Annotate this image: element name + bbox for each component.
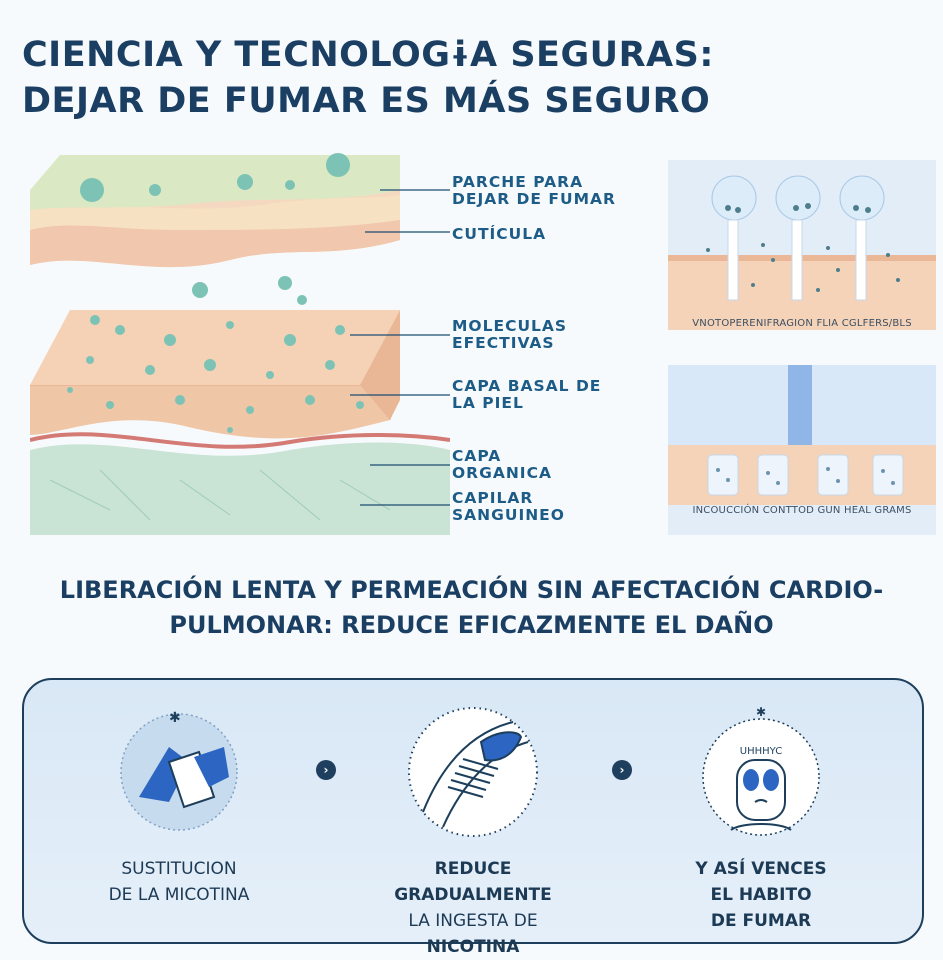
label-molecules: MOLECULAS EFECTIVAS <box>452 317 568 352</box>
arrow-icon: › <box>316 760 336 780</box>
step-substitution: ✱ SUSTITUCION DE LA MICOTINA <box>64 698 294 928</box>
label-capillary: CAPILAR SANGUINEO <box>452 489 565 524</box>
svg-text:UHHHYC: UHHHYC <box>740 746 782 757</box>
page-title: CIENCIA Y TECNOLOGɨA SEGURAS: DEJAR DE F… <box>22 32 922 124</box>
label-cuticle: CUTÍCULA <box>452 225 547 243</box>
page-title-line-1: CIENCIA Y TECNOLOGɨA SEGURAS: <box>22 35 714 75</box>
panel-caption-bottom: INCOUCCIÓN CONTTOD GUN HEAL GRAMS <box>692 505 912 516</box>
absorption-illustration-top <box>668 175 936 330</box>
smiling-face-icon: ✱ UHHHYC <box>702 705 820 836</box>
step-text-beat-habit: Y ASÍ VENCES EL HABITO DE FUMAR <box>695 859 827 931</box>
absorption-panel-top: VNOTOPERENIFRAGION FLIA CGLFERS/BLS <box>668 160 936 330</box>
nicotine-patch-icon: ✱ <box>120 710 238 831</box>
section-heading-line-1: LIBERACIÓN LENTA Y PERMEACIÓN SIN AFECTA… <box>59 576 884 604</box>
steps-card: ✱ SUSTITUCION DE LA MICOTINA › REDUCE GR… <box>22 678 924 957</box>
page-title-line-2: DEJAR DE FUMAR ES MÁS SEGURO <box>22 81 711 121</box>
step-text-substitution: SUSTITUCION DE LA MICOTINA <box>108 859 250 905</box>
svg-text:✱: ✱ <box>756 705 766 719</box>
absorption-illustration-bottom <box>668 365 936 505</box>
svg-text:✱: ✱ <box>169 710 181 726</box>
step-reduce: REDUCE GRADUALMENTE LA INGESTA DE NICOTI… <box>358 698 588 957</box>
label-basal-layer: CAPA BASAL DE LA PIEL <box>452 377 602 412</box>
section-heading-line-2: PULMONAR: REDUCE EFICAZMENTE EL DAÑO <box>169 611 774 639</box>
panel-caption-top: VNOTOPERENIFRAGION FLIA CGLFERS/BLS <box>692 318 912 329</box>
arm-patch-icon <box>408 707 538 837</box>
arrow-icon: › <box>612 760 632 780</box>
skin-layers-illustration <box>30 153 450 535</box>
label-patch: PARCHE PARA DEJAR DE FUMAR <box>452 173 616 208</box>
absorption-panel-bottom: INCOUCCIÓN CONTTOD GUN HEAL GRAMS <box>668 365 936 535</box>
step-text-reduce: REDUCE GRADUALMENTE LA INGESTA DE NICOTI… <box>394 859 552 957</box>
step-beat-habit: ✱ UHHHYC Y ASÍ VENCES EL HABITO DE FUMAR <box>646 698 876 931</box>
section-heading: LIBERACIÓN LENTA Y PERMEACIÓN SIN AFECTA… <box>0 573 943 643</box>
label-organic-layer: CAPA ORGANICA <box>452 447 552 482</box>
